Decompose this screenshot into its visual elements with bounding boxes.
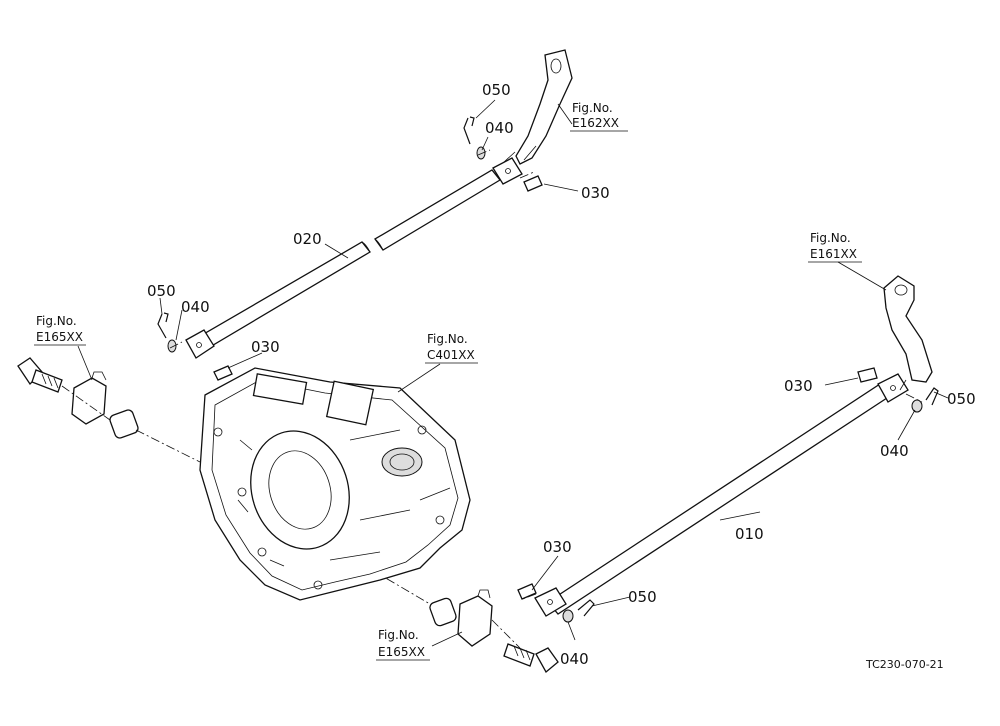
callout-010: 010 [735, 525, 764, 543]
rod-010-assembly [517, 367, 939, 623]
callout-050-right: 050 [947, 390, 976, 408]
callout-040-left: 040 [181, 298, 210, 316]
callout-050-left: 050 [147, 282, 176, 300]
fig-ref-label-e165-left: Fig.No. [36, 314, 77, 328]
callout-040-right: 040 [880, 442, 909, 460]
rod-020-assembly [157, 116, 543, 381]
transmission-housing [199, 367, 471, 601]
callout-030-right-upper: 030 [784, 377, 813, 395]
fig-ref-e161: E161XX [810, 247, 857, 261]
callout-020: 020 [293, 230, 322, 248]
callout-040-lower: 040 [560, 650, 589, 668]
fig-ref-label-c401: Fig.No. [427, 332, 468, 346]
callout-030-left: 030 [251, 338, 280, 356]
fig-ref-e162: E162XX [572, 116, 619, 130]
fitting-e165-left [17, 357, 201, 463]
callouts: 020 050 040 030 050 040 030 030 050 040 … [147, 81, 976, 668]
figure-references: Fig.No. E162XX Fig.No. E161XX Fig.No. E1… [34, 101, 862, 661]
leader-lines [77, 99, 949, 647]
fig-ref-label-e162: Fig.No. [572, 101, 613, 115]
fig-ref-e165-left: E165XX [36, 330, 83, 344]
callout-030-lower: 030 [543, 538, 572, 556]
fig-ref-c401: C401XX [427, 348, 475, 362]
fig-ref-e165-right: E165XX [378, 645, 425, 659]
callout-030-upper: 030 [581, 184, 610, 202]
callout-050-upper: 050 [482, 81, 511, 99]
fig-ref-label-e165-right: Fig.No. [378, 628, 419, 642]
callout-050-lower: 050 [628, 588, 657, 606]
arm-e161 [883, 275, 933, 391]
callout-040-upper: 040 [485, 119, 514, 137]
arm-e162 [503, 49, 573, 165]
fig-ref-label-e161: Fig.No. [810, 231, 851, 245]
drawing-code: TC230-070-21 [865, 658, 944, 671]
fitting-e165-right [371, 569, 559, 674]
